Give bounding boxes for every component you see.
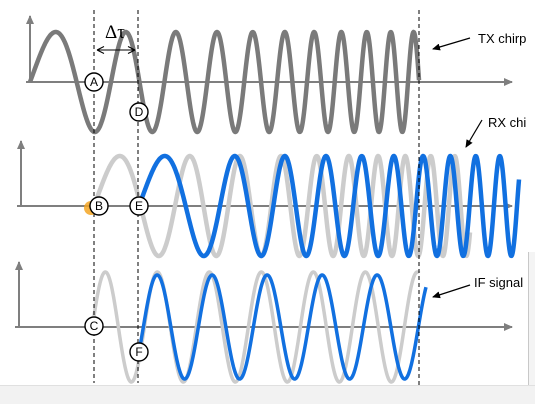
tx-chirp-label: TX chirp: [478, 31, 526, 46]
marker-e: E: [129, 196, 149, 216]
rx-chirp-wave: [136, 153, 522, 259]
marker-c-label: C: [90, 319, 99, 333]
rx-chirp-label: RX chi: [488, 115, 526, 130]
marker-f-label: F: [135, 345, 142, 359]
marker-e-label: E: [135, 199, 143, 213]
marker-b: B: [89, 196, 109, 216]
rx-label-pointer: [465, 119, 483, 148]
marker-d: D: [129, 102, 149, 122]
marker-b-label: B: [95, 199, 103, 213]
marker-a: A: [84, 72, 104, 92]
if-signal-label: IF signal: [474, 275, 523, 290]
delta-tau-arrow-right-head: [127, 46, 136, 54]
tx-chirp-wave: [27, 29, 422, 135]
marker-a-label: A: [90, 75, 98, 89]
if-signal-wave: [137, 273, 428, 381]
tx-label-pointer: [432, 37, 471, 51]
delta-tau-label: Δτ: [105, 22, 125, 43]
side-panel-edge: [528, 252, 535, 385]
delta-tau-arrow-left-head: [96, 46, 105, 54]
bottom-bar: [0, 385, 535, 404]
marker-f: F: [129, 342, 149, 362]
marker-c: C: [84, 316, 104, 336]
marker-d-label: D: [135, 105, 144, 119]
if-label-pointer: [432, 284, 471, 299]
